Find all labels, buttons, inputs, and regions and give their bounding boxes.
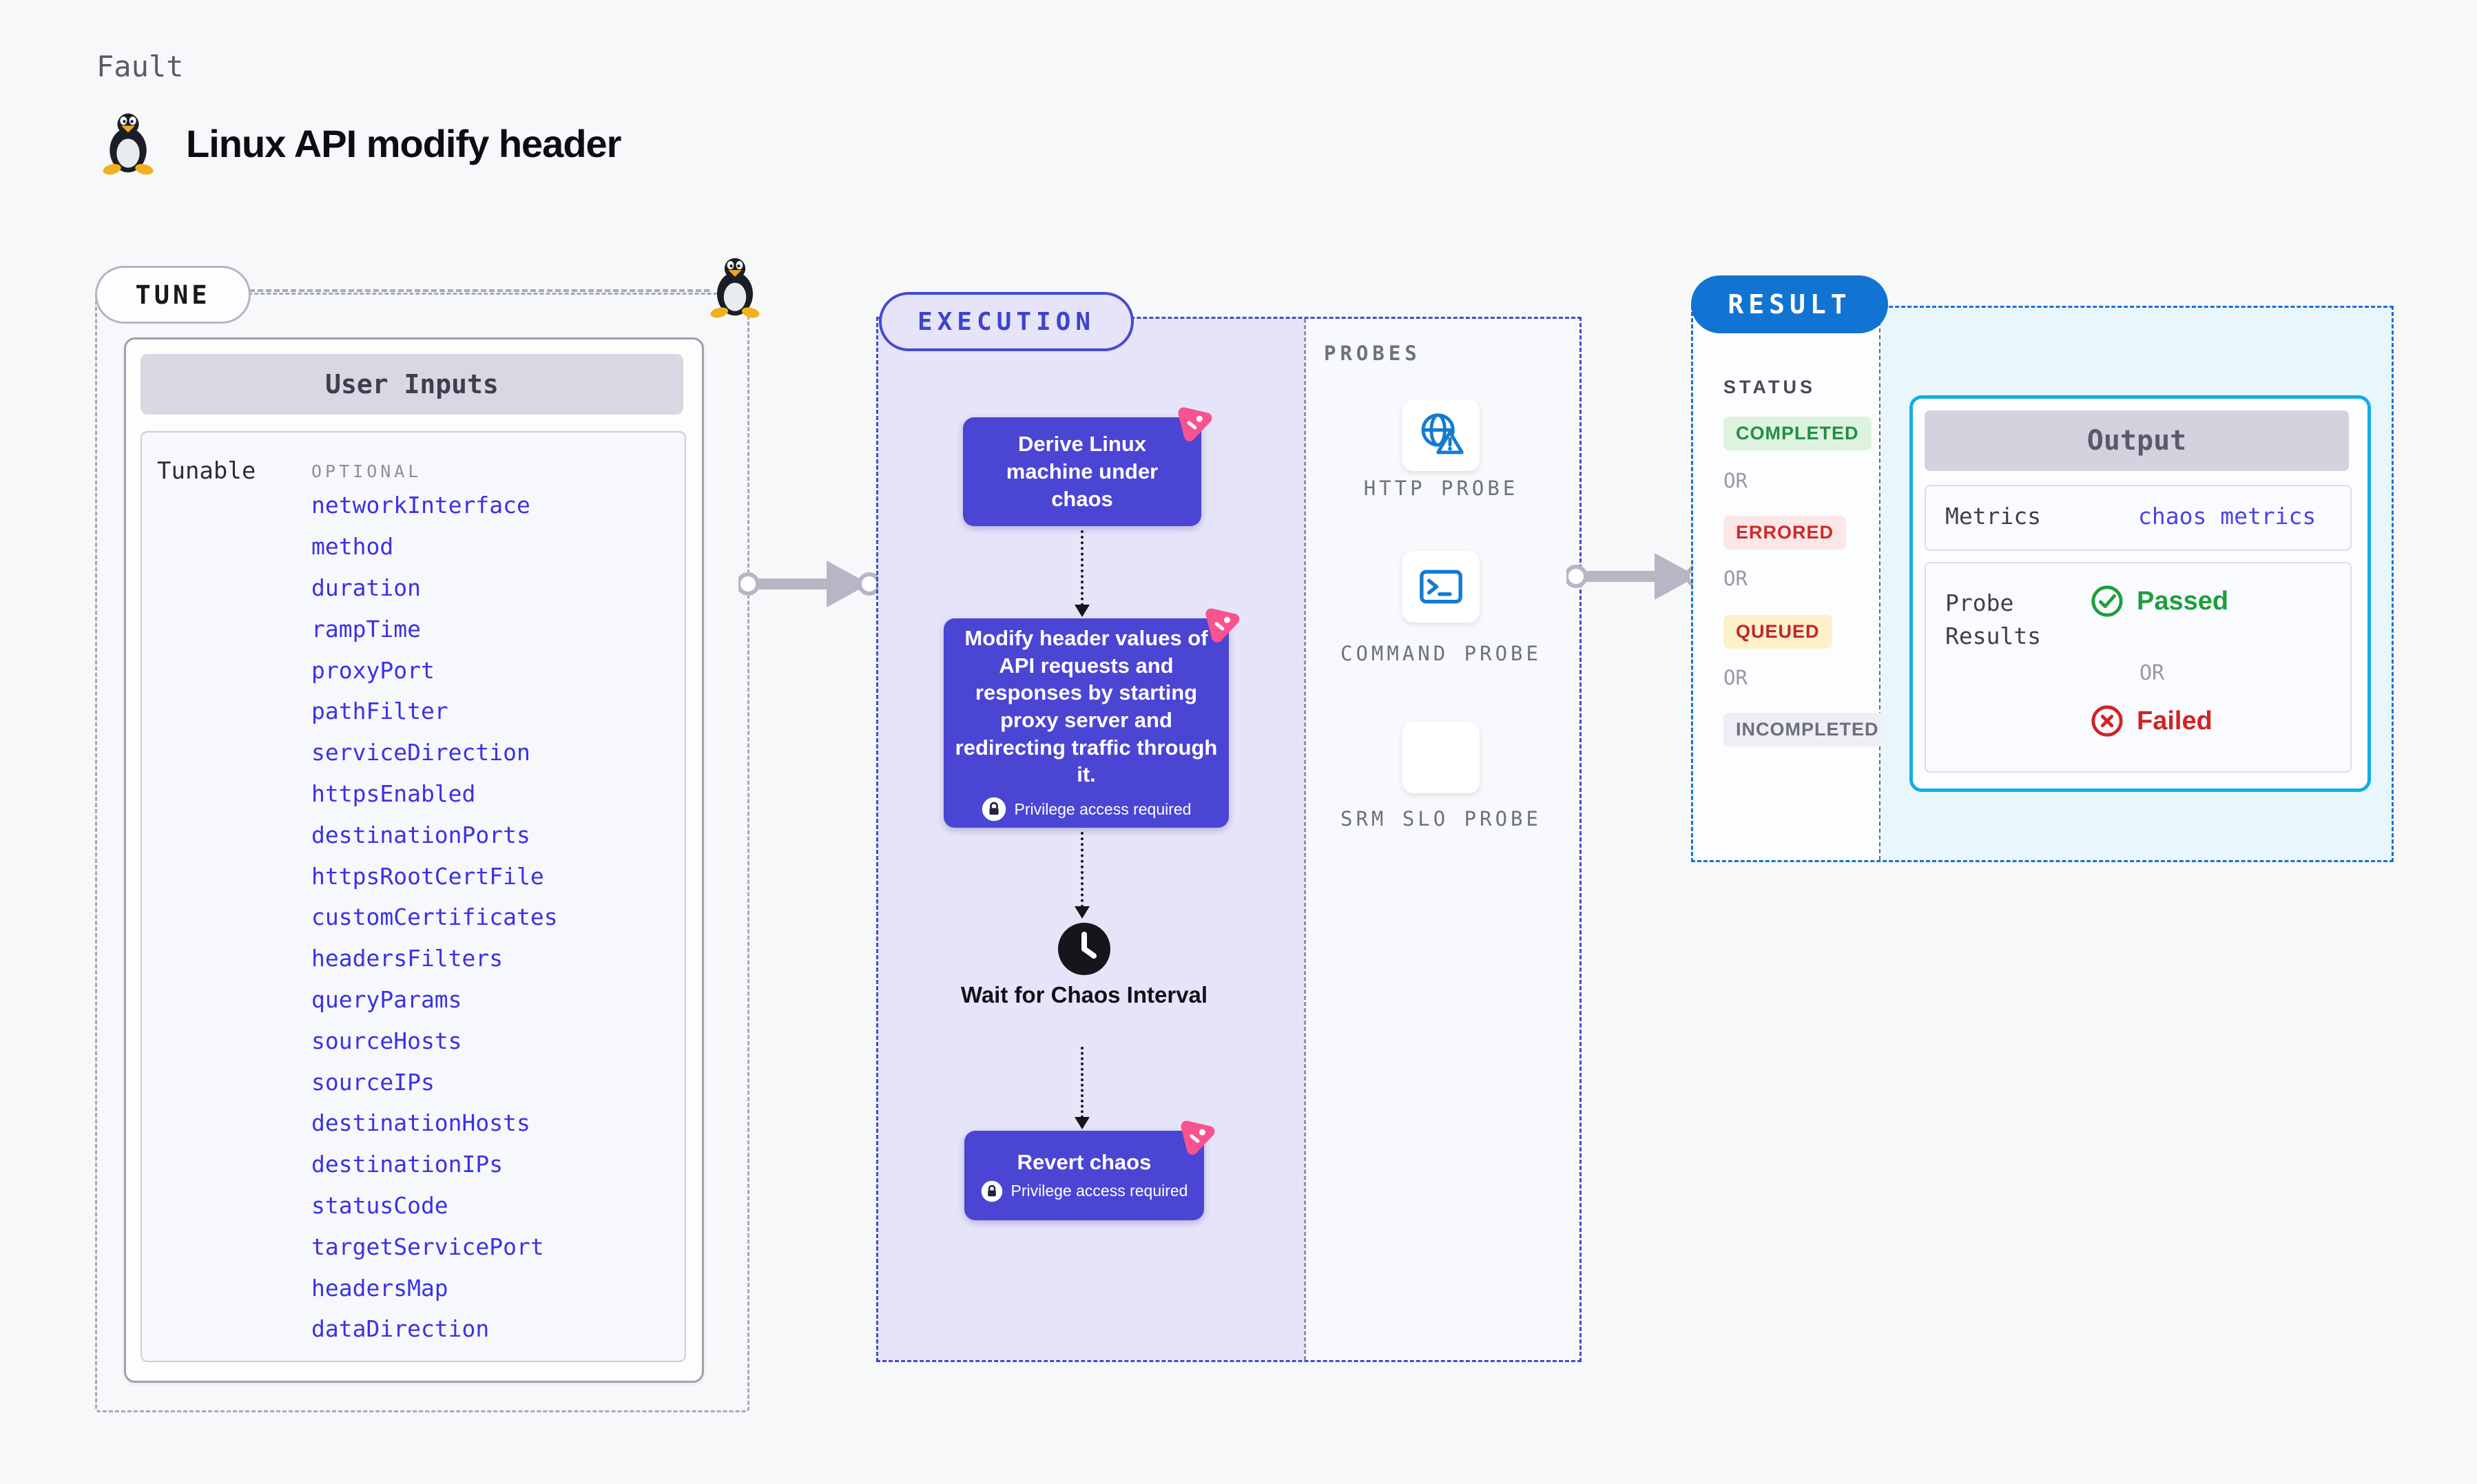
flow-arrow-down bbox=[1075, 530, 1090, 617]
tunable-item[interactable]: method bbox=[311, 533, 394, 561]
command-probe-label: COMMAND PROBE bbox=[1340, 642, 1542, 665]
tunable-item[interactable]: sourceIPs bbox=[311, 1068, 435, 1096]
tunable-item[interactable]: networkInterface bbox=[311, 492, 530, 519]
tunable-item[interactable]: headersMap bbox=[311, 1274, 448, 1302]
srm-slo-probe-card bbox=[1402, 722, 1480, 793]
tunable-item[interactable]: httpsRootCertFile bbox=[311, 862, 544, 890]
failed-label: Failed bbox=[2137, 706, 2212, 735]
result-badge: RESULT bbox=[1691, 275, 1888, 333]
chaos-logo-icon bbox=[1198, 600, 1246, 648]
optional-column-label: OPTIONAL bbox=[311, 461, 422, 481]
tunable-item[interactable]: dataDirection bbox=[311, 1315, 490, 1343]
lock-icon bbox=[981, 1180, 1003, 1202]
tunable-list: networkInterface method duration rampTim… bbox=[311, 485, 670, 1350]
tunable-item[interactable]: serviceDirection bbox=[311, 739, 530, 766]
linux-tux-icon bbox=[101, 110, 156, 175]
chaos-logo-icon bbox=[1173, 1112, 1221, 1160]
output-header: Output bbox=[1925, 410, 2349, 471]
check-circle-icon bbox=[2090, 584, 2124, 618]
step-derive-machine: Derive Linux machine under chaos bbox=[963, 417, 1201, 526]
flow-arrow-down bbox=[1075, 832, 1090, 919]
tune-connector-line bbox=[249, 289, 709, 292]
failed-result: Failed bbox=[2090, 704, 2212, 738]
status-badge-incompleted: INCOMPLETED bbox=[1723, 713, 1892, 746]
flow-arrow-execution-to-result bbox=[1566, 541, 1707, 612]
linux-tux-icon bbox=[708, 255, 762, 318]
metrics-label: Metrics bbox=[1945, 503, 2042, 530]
wait-step-label: Wait for Chaos Interval bbox=[960, 982, 1208, 1007]
step-inject-text: Modify header values of API requests and… bbox=[955, 625, 1218, 787]
http-probe-label: HTTP PROBE bbox=[1363, 477, 1519, 500]
metrics-row bbox=[1925, 485, 2352, 551]
tunable-item[interactable]: httpsEnabled bbox=[311, 780, 476, 807]
page-title: Linux API modify header bbox=[186, 122, 621, 165]
tunable-item[interactable]: customCertificates bbox=[311, 903, 558, 931]
chaos-metrics-link[interactable]: chaos metrics bbox=[2138, 503, 2317, 530]
srm-slo-probe-label: SRM SLO PROBE bbox=[1340, 807, 1542, 830]
probes-section-label: PROBES bbox=[1324, 342, 1421, 365]
privilege-note: Privilege access required bbox=[1014, 800, 1192, 818]
step-derive-text: Derive Linux machine under chaos bbox=[1006, 432, 1159, 511]
tunable-item[interactable]: destinationPorts bbox=[311, 821, 530, 848]
fault-type-label: Fault bbox=[96, 50, 184, 83]
execution-badge: EXECUTION bbox=[879, 292, 1134, 351]
http-probe-card bbox=[1402, 399, 1480, 471]
passed-result: Passed bbox=[2090, 584, 2228, 618]
step-inject-chaos: Modify header values of API requests and… bbox=[944, 618, 1229, 828]
tunable-item[interactable]: destinationHosts bbox=[311, 1109, 530, 1137]
lock-icon bbox=[982, 797, 1006, 822]
tunable-item[interactable]: duration bbox=[311, 574, 421, 601]
flow-arrow-down bbox=[1075, 1047, 1090, 1129]
chaos-logo-icon bbox=[1170, 399, 1219, 447]
tunable-item[interactable]: proxyPort bbox=[311, 656, 435, 684]
or-label: OR bbox=[2139, 661, 2165, 685]
tunable-row-label: Tunable bbox=[157, 457, 256, 485]
privilege-note: Privilege access required bbox=[1011, 1182, 1188, 1200]
tunable-item[interactable]: rampTime bbox=[311, 615, 421, 642]
tunable-item[interactable]: queryParams bbox=[311, 985, 462, 1013]
slo-donut-check-icon bbox=[1414, 731, 1468, 784]
user-inputs-header: User Inputs bbox=[141, 354, 683, 415]
tunable-item[interactable]: destinationIPs bbox=[311, 1151, 504, 1178]
tunable-item[interactable]: pathFilter bbox=[311, 698, 448, 725]
or-label: OR bbox=[1723, 567, 1748, 590]
x-circle-icon bbox=[2090, 704, 2124, 738]
step-revert-text: Revert chaos bbox=[1017, 1150, 1152, 1175]
terminal-icon bbox=[1414, 560, 1468, 614]
or-label: OR bbox=[1723, 469, 1748, 492]
command-probe-card bbox=[1402, 551, 1480, 623]
status-label: STATUS bbox=[1723, 377, 1816, 397]
flow-arrow-tune-to-execution bbox=[738, 548, 879, 620]
step-revert-chaos: Revert chaos Privilege access required bbox=[964, 1131, 1204, 1220]
globe-alert-icon bbox=[1414, 408, 1468, 462]
tunable-item[interactable]: statusCode bbox=[311, 1191, 448, 1219]
tunable-item[interactable]: headersFilters bbox=[311, 945, 504, 972]
status-badge-errored: ERRORED bbox=[1723, 516, 1847, 550]
passed-label: Passed bbox=[2137, 586, 2229, 616]
probe-results-row bbox=[1925, 562, 2352, 773]
status-badge-queued: QUEUED bbox=[1723, 615, 1832, 649]
clock-icon bbox=[1057, 921, 1112, 976]
tunable-item[interactable]: sourceHosts bbox=[311, 1027, 462, 1054]
user-inputs-body bbox=[141, 431, 686, 1362]
tune-badge: TUNE bbox=[95, 266, 251, 324]
probes-area bbox=[1304, 319, 1579, 1360]
status-column: STATUS COMPLETED OR ERRORED OR QUEUED OR… bbox=[1693, 308, 1892, 860]
probe-results-label: Probe Results bbox=[1945, 589, 2042, 649]
tune-section-box bbox=[95, 293, 749, 1412]
tunable-item[interactable]: targetServicePort bbox=[311, 1233, 544, 1260]
status-badge-completed: COMPLETED bbox=[1723, 417, 1872, 450]
or-label: OR bbox=[1723, 666, 1748, 689]
